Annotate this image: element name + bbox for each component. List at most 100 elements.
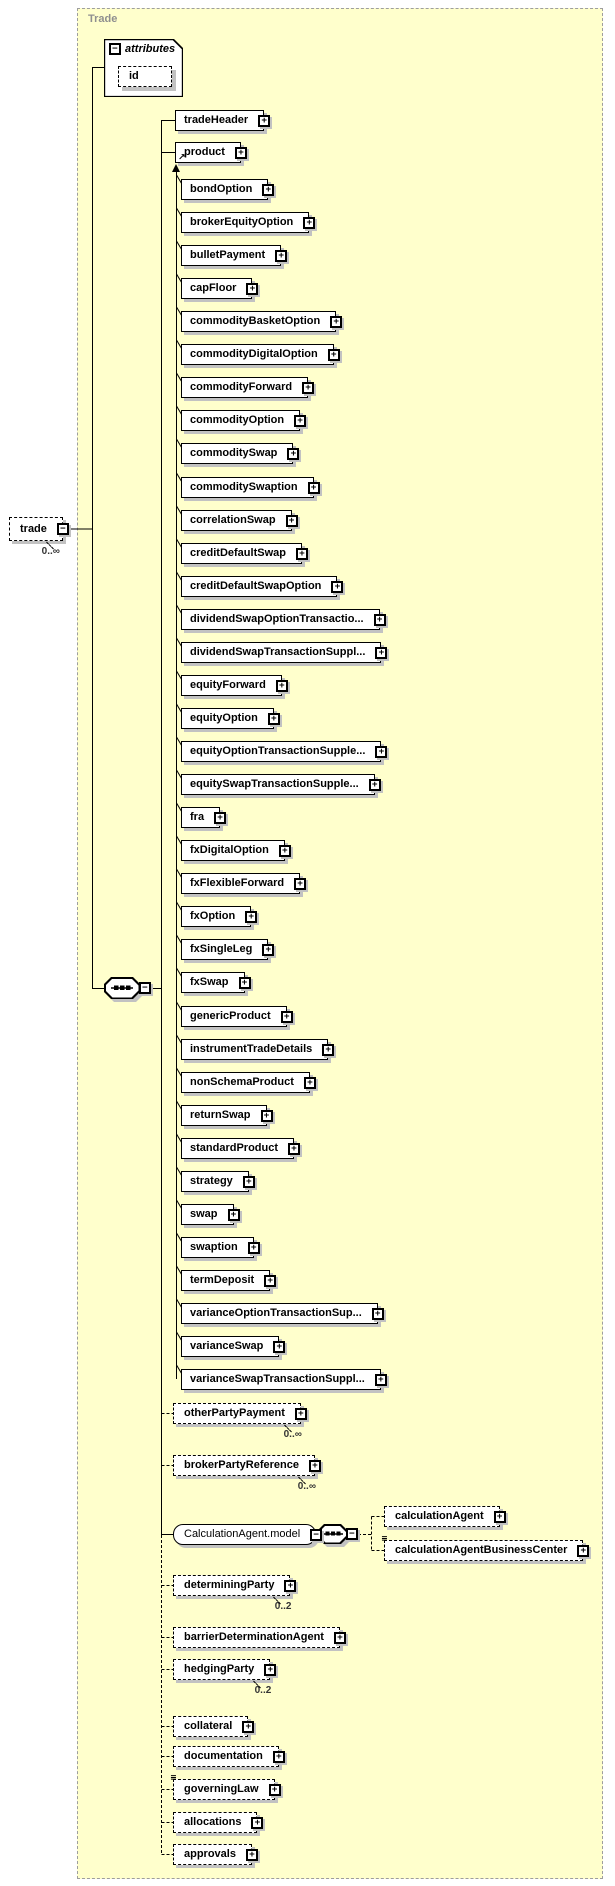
element-standardProduct[interactable]: standardProduct + <box>181 1138 301 1159</box>
element-equityOptionTransactionSupple...[interactable]: equityOptionTransactionSupple... + <box>181 741 388 762</box>
element-commodityForward[interactable]: commodityForward + <box>181 377 315 398</box>
expand-icon[interactable]: + <box>273 1340 286 1353</box>
expand-icon[interactable]: + <box>214 811 227 824</box>
element-fxOption[interactable]: fxOption + <box>181 906 258 927</box>
expand-icon[interactable]: + <box>294 414 307 427</box>
element-fxFlexibleForward[interactable]: fxFlexibleForward + <box>181 873 307 894</box>
expand-icon[interactable]: + <box>262 183 275 196</box>
collapse-icon[interactable]: − <box>139 982 151 994</box>
sequence-compositor[interactable] <box>104 977 140 999</box>
expand-icon[interactable]: + <box>294 877 307 890</box>
element-hedgingParty[interactable]: hedgingParty + 0..2 <box>173 1659 277 1696</box>
element-approvals[interactable]: approvals + <box>173 1844 258 1865</box>
element-tradeHeader[interactable]: tradeHeader + <box>175 110 271 131</box>
collapse-icon[interactable]: − <box>310 1528 323 1541</box>
sequence-compositor[interactable] <box>317 1524 348 1544</box>
expand-icon[interactable]: + <box>285 514 298 527</box>
expand-icon[interactable]: + <box>227 1208 240 1221</box>
element-creditDefaultSwap[interactable]: creditDefaultSwap + <box>181 543 308 564</box>
expand-icon[interactable]: + <box>331 580 344 593</box>
element-dividendSwapOptionTransactio...[interactable]: dividendSwapOptionTransactio... + <box>181 609 386 630</box>
expand-icon[interactable]: + <box>264 1274 277 1287</box>
collapse-icon[interactable]: − <box>109 43 121 55</box>
expand-icon[interactable]: + <box>238 976 251 989</box>
expand-icon[interactable]: + <box>242 1175 255 1188</box>
element-dividendSwapTransactionSuppl...[interactable]: dividendSwapTransactionSuppl... + <box>181 642 388 663</box>
element-varianceSwap[interactable]: varianceSwap + <box>181 1336 286 1357</box>
element-commodityOption[interactable]: commodityOption + <box>181 410 307 431</box>
element-returnSwap[interactable]: returnSwap + <box>181 1105 273 1126</box>
expand-icon[interactable]: + <box>577 1544 590 1557</box>
element-equitySwapTransactionSupple...[interactable]: equitySwapTransactionSupple... + <box>181 774 381 795</box>
element-fra[interactable]: fra + <box>181 807 227 828</box>
element-varianceOptionTransactionSup...[interactable]: varianceOptionTransactionSup... + <box>181 1303 384 1324</box>
element-capFloor[interactable]: capFloor + <box>181 278 259 299</box>
expand-icon[interactable]: + <box>294 1407 307 1420</box>
element-barrierDeterminationAgent[interactable]: barrierDeterminationAgent + <box>173 1627 346 1648</box>
expand-icon[interactable]: + <box>308 1459 321 1472</box>
element-equityOption[interactable]: equityOption + <box>181 708 280 729</box>
expand-icon[interactable]: + <box>303 1076 316 1089</box>
expand-icon[interactable]: + <box>302 381 315 394</box>
element-governingLaw[interactable]: governingLaw + ≡ <box>170 1773 281 1800</box>
element-commoditySwap[interactable]: commoditySwap + <box>181 443 300 464</box>
expand-icon[interactable]: + <box>374 1373 387 1386</box>
expand-icon[interactable]: + <box>288 1142 301 1155</box>
element-commoditySwaption[interactable]: commoditySwaption + <box>181 477 320 498</box>
element-calculationAgentBusinessCenter[interactable]: calculationAgentBusinessCenter + ≡ <box>381 1534 590 1561</box>
element-genericProduct[interactable]: genericProduct + <box>181 1006 293 1027</box>
expand-icon[interactable]: + <box>287 447 300 460</box>
element-trade[interactable]: trade − 0..∞ <box>9 517 69 557</box>
element-strategy[interactable]: strategy + <box>181 1171 255 1192</box>
element-brokerEquityOption[interactable]: brokerEquityOption + <box>181 212 316 233</box>
expand-icon[interactable]: + <box>307 481 320 494</box>
element-calculationAgent[interactable]: calculationAgent + <box>384 1506 506 1527</box>
expand-icon[interactable]: + <box>247 1241 260 1254</box>
element-determiningParty[interactable]: determiningParty + 0..2 <box>173 1575 297 1612</box>
expand-icon[interactable]: + <box>280 1010 293 1023</box>
expand-icon[interactable]: + <box>272 1750 285 1763</box>
expand-icon[interactable]: + <box>242 1720 255 1733</box>
element-otherPartyPayment[interactable]: otherPartyPayment + 0..∞ <box>173 1403 307 1440</box>
collapse-icon[interactable]: − <box>56 523 69 535</box>
expand-icon[interactable]: + <box>333 1631 346 1644</box>
element-swap[interactable]: swap + <box>181 1204 240 1225</box>
expand-icon[interactable]: + <box>268 1783 281 1796</box>
expand-icon[interactable]: + <box>368 778 381 791</box>
element-product[interactable]: product + ↗ <box>175 142 247 163</box>
expand-icon[interactable]: + <box>327 348 340 361</box>
expand-icon[interactable]: + <box>303 216 316 229</box>
expand-icon[interactable]: + <box>284 1579 297 1592</box>
element-fxDigitalOption[interactable]: fxDigitalOption + <box>181 840 291 861</box>
expand-icon[interactable]: + <box>493 1510 506 1523</box>
expand-icon[interactable]: + <box>330 315 343 328</box>
expand-icon[interactable]: + <box>234 146 247 159</box>
expand-icon[interactable]: + <box>375 745 388 758</box>
element-commodityBasketOption[interactable]: commodityBasketOption + <box>181 311 343 332</box>
collapse-icon[interactable]: − <box>346 1528 358 1540</box>
expand-icon[interactable]: + <box>275 249 288 262</box>
element-nonSchemaProduct[interactable]: nonSchemaProduct + <box>181 1072 316 1093</box>
expand-icon[interactable]: + <box>245 1848 258 1861</box>
element-documentation[interactable]: documentation + <box>173 1746 285 1767</box>
element-collateral[interactable]: collateral + <box>173 1716 255 1737</box>
expand-icon[interactable]: + <box>375 646 388 659</box>
expand-icon[interactable]: + <box>295 547 308 560</box>
element-brokerPartyReference[interactable]: brokerPartyReference + 0..∞ <box>173 1455 321 1492</box>
expand-icon[interactable]: + <box>246 282 259 295</box>
expand-icon[interactable]: + <box>322 1043 335 1056</box>
element-bulletPayment[interactable]: bulletPayment + <box>181 245 288 266</box>
element-bondOption[interactable]: bondOption + <box>181 179 275 200</box>
element-instrumentTradeDetails[interactable]: instrumentTradeDetails + <box>181 1039 335 1060</box>
element-commodityDigitalOption[interactable]: commodityDigitalOption + <box>181 344 340 365</box>
element-correlationSwap[interactable]: correlationSwap + <box>181 510 298 531</box>
expand-icon[interactable]: + <box>251 1816 264 1829</box>
expand-icon[interactable]: + <box>264 1663 277 1676</box>
element-equityForward[interactable]: equityForward + <box>181 675 288 696</box>
expand-icon[interactable]: + <box>245 910 258 923</box>
element-fxSwap[interactable]: fxSwap + <box>181 972 251 993</box>
expand-icon[interactable]: + <box>278 844 291 857</box>
group-CalculationAgent.model[interactable]: CalculationAgent.model − <box>173 1524 323 1545</box>
element-swaption[interactable]: swaption + <box>181 1237 260 1258</box>
expand-icon[interactable]: + <box>258 114 271 127</box>
